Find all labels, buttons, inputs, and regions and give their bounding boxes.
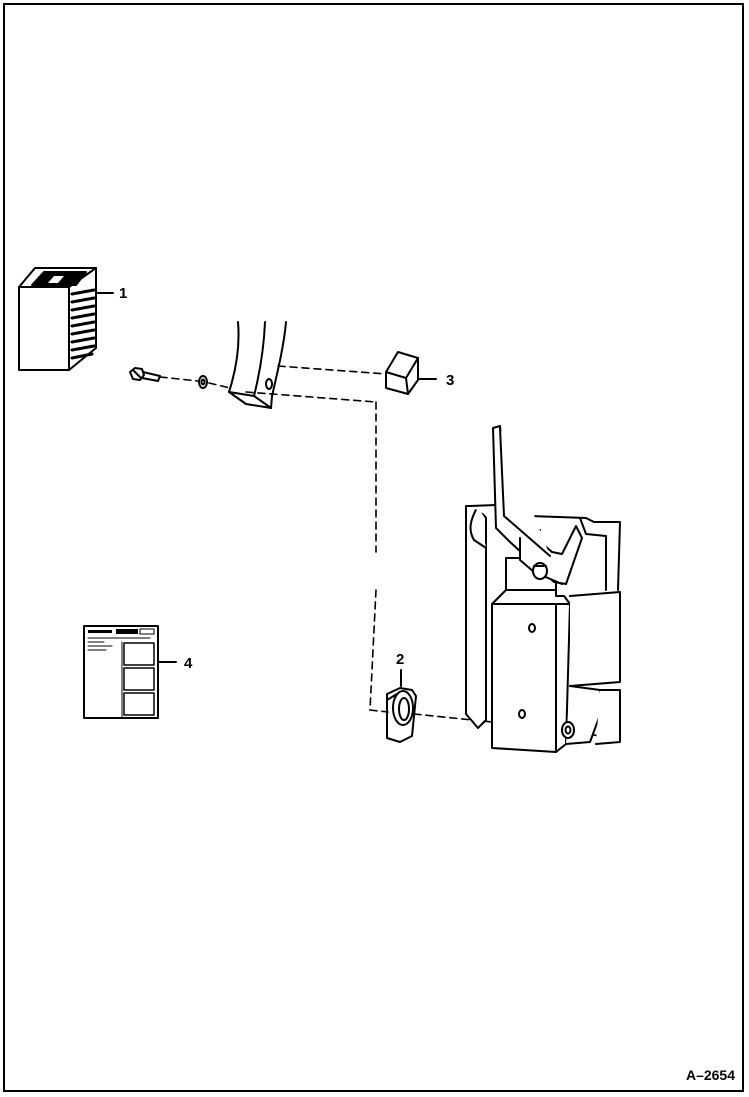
callout-2: 2 <box>396 651 405 668</box>
part-4-decal <box>83 625 159 719</box>
part-2-bushing <box>386 687 417 743</box>
callout-1: 1 <box>119 285 128 302</box>
frame-assembly <box>465 425 621 753</box>
part-1-block <box>18 267 97 371</box>
washer <box>198 375 208 389</box>
bolt <box>129 367 161 382</box>
drawing-frame <box>3 3 744 1092</box>
assembly-lines <box>159 365 623 741</box>
callout-3: 3 <box>446 372 455 389</box>
figure-id: A–2654 <box>685 1067 735 1083</box>
loader-arm <box>228 321 287 409</box>
callout-4: 4 <box>184 655 193 672</box>
part-3-block <box>385 351 419 395</box>
